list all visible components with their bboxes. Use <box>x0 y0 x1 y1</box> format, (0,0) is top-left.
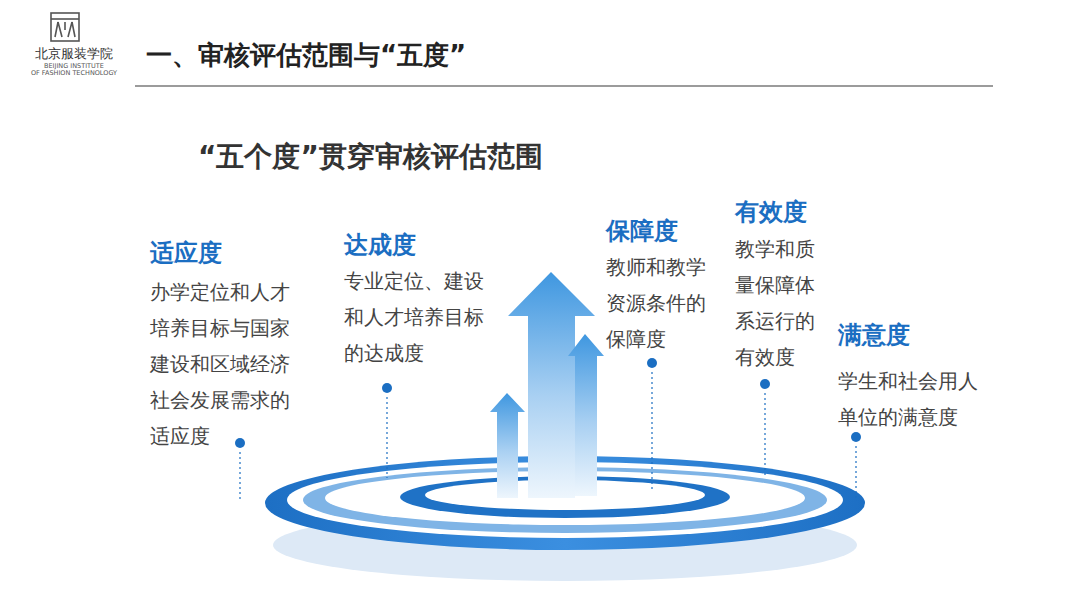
subtitle: “五个度”贯穿审核评估范围 <box>198 138 543 176</box>
degree-heading: 达成度 <box>344 230 416 260</box>
arrows <box>490 272 604 498</box>
logo-name: 北京服装学院 <box>14 46 134 62</box>
leader-dots <box>235 358 861 448</box>
degree-heading: 适应度 <box>150 238 222 268</box>
degree-description: 学生和社会用人单位的满意度 <box>838 364 978 436</box>
degree-description: 专业定位、建设和人才培养目标的达成度 <box>344 264 484 372</box>
degree-heading: 满意度 <box>838 320 910 350</box>
degree-heading: 保障度 <box>606 216 678 246</box>
logo-icon <box>51 13 79 41</box>
degree-description: 办学定位和人才培养目标与国家建设和区域经济社会发展需求的适应度 <box>150 275 290 455</box>
logo-english: BEIJING INSTITUTE <box>14 63 134 70</box>
header-rule <box>135 85 993 87</box>
degree-heading: 有效度 <box>735 197 807 227</box>
logo-english: OF FASHION TECHNOLOGY <box>14 70 134 77</box>
degree-description: 教学和质量保障体系运行的有效度 <box>735 232 817 376</box>
slide-title: 一、审核评估范围与“五度” <box>146 38 466 72</box>
degree-description: 教师和教学资源条件的保障度 <box>606 250 707 358</box>
leader-lines <box>240 372 856 500</box>
